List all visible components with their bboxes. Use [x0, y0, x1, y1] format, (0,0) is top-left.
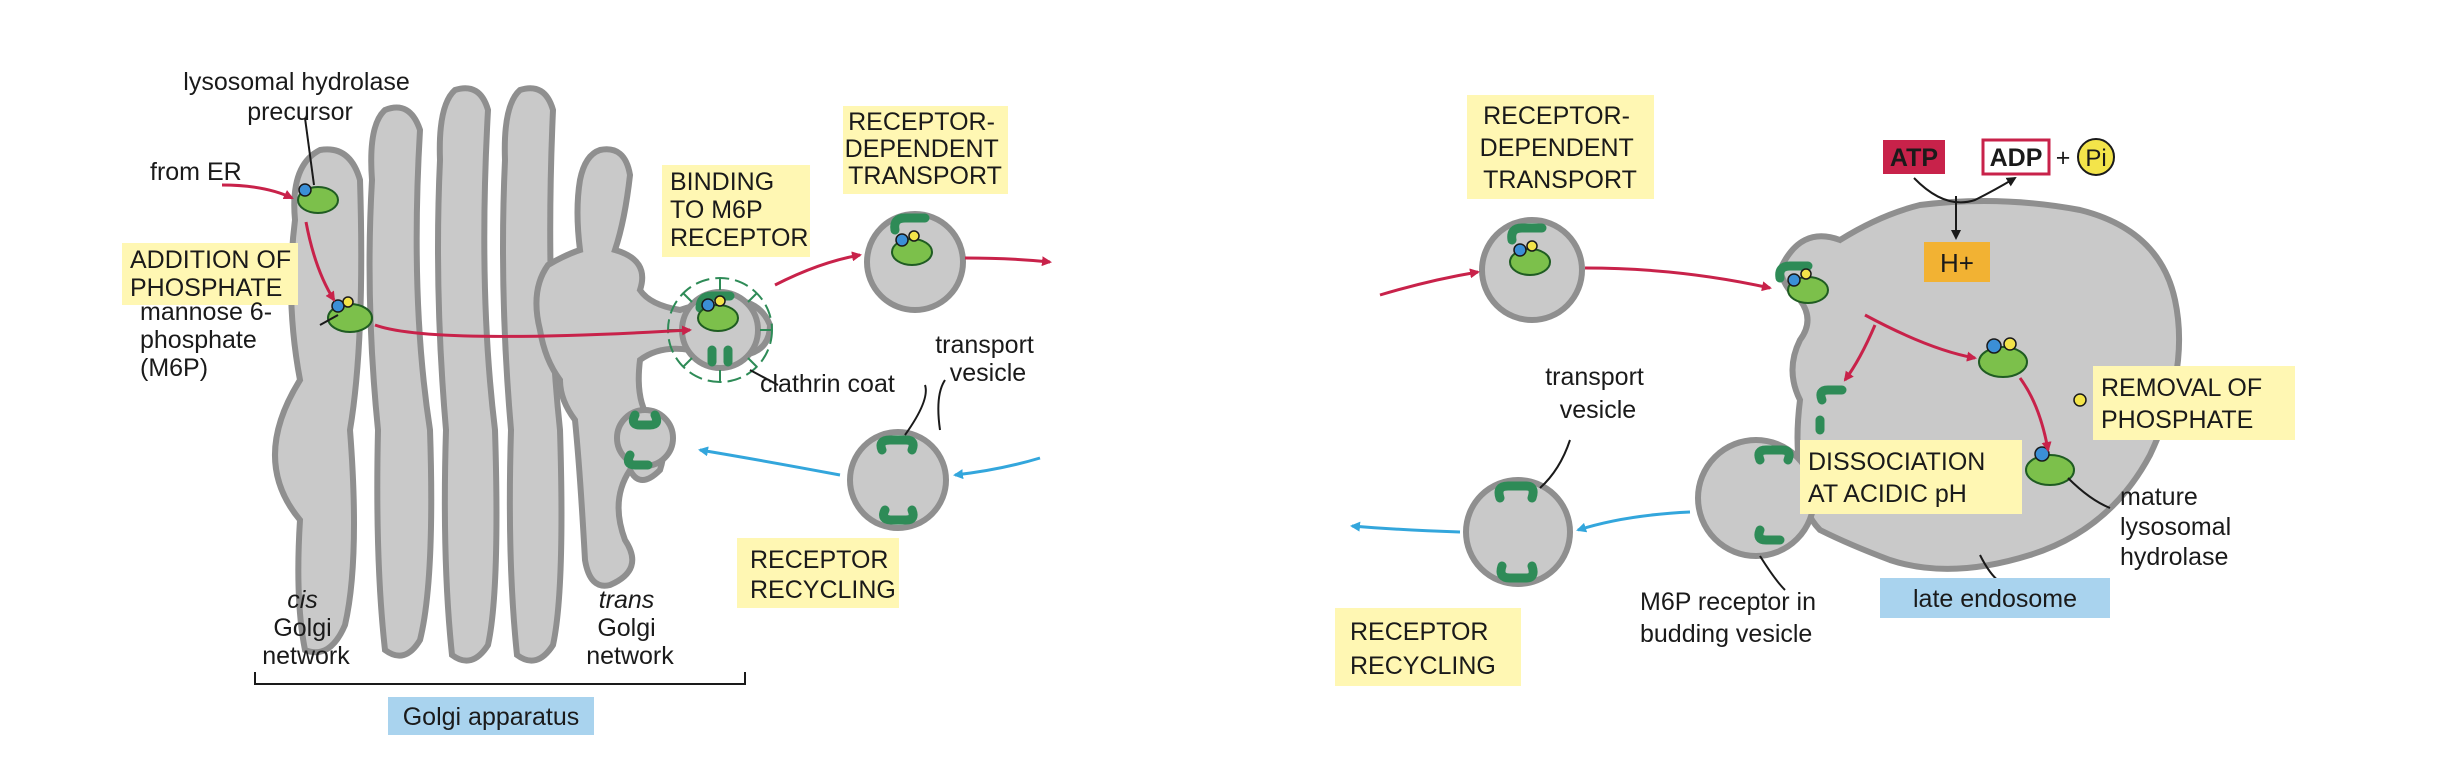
bud-to-vesicle-arrow: [774, 251, 862, 287]
golgi-cisterna-3: [435, 85, 500, 664]
lysosomal-hydrolase-label: lysosomal hydrolase precursor: [183, 68, 416, 126]
fused-vesicle-cargo: [1775, 261, 1829, 304]
adp-box: [1981, 138, 2051, 176]
golgi-cisterna-4: [500, 85, 565, 664]
incoming-vesicle-cargo: [1507, 223, 1551, 276]
receptor-bound-hydrolase: [695, 291, 739, 367]
receptor-recycling-box-left: [737, 538, 899, 608]
golgi-apparatus-box: [388, 697, 594, 735]
removed-phosphate: [2073, 393, 2087, 407]
atp-hydrolysis-arrow: [1913, 176, 2017, 204]
dissociation-label: DISSOCIATION AT ACIDIC pH: [1808, 448, 1992, 508]
late-endosome-label: late endosome: [1913, 585, 2077, 613]
from-er-label: from ER: [150, 158, 242, 186]
m6p-receptor-in-budding-vesicle-label: M6P receptor in budding vesicle: [1640, 588, 1823, 648]
removal-of-phosphate-box: [2093, 366, 2295, 440]
pi-circle: [2077, 138, 2115, 176]
cis-golgi-cisterna: [272, 146, 365, 656]
golgi-cisterna-2: [366, 104, 435, 659]
receptor-return-arrow: [1576, 510, 1691, 533]
mature-hydrolase-leader: [2067, 477, 2111, 509]
cis-golgi-network-label: cis Golgi network: [262, 586, 350, 670]
precursor-leader: [304, 117, 315, 186]
plus-sign: +: [2056, 144, 2071, 172]
h-plus-label: H+: [1940, 248, 1974, 278]
to-hydrolase-arrow: [1864, 313, 1977, 362]
recycling-arrow-left-2: [953, 456, 1041, 480]
binding-to-m6p-receptor-label: BINDING TO M6P RECEPTOR: [670, 168, 808, 252]
receptor-recycling-label-right: RECEPTOR RECYCLING: [1350, 618, 1496, 680]
recycling-arrow-left-1: [698, 446, 841, 477]
atp-box: [1883, 140, 1945, 174]
phosphate-addition-arrow: [304, 221, 336, 302]
transport-vesicle-label-left: transport vesicle: [935, 331, 1041, 387]
adp-label: ADP: [1990, 144, 2043, 172]
to-receptor-arrow: [1843, 324, 1877, 382]
receptor-dependent-transport-box-right: [1467, 95, 1654, 199]
to-m6p-receptor-arrow: [374, 323, 692, 338]
addition-of-phosphate-box: [122, 243, 298, 305]
vesicle-out-arrow: [964, 256, 1052, 267]
vesicle-cargo: [890, 213, 933, 266]
clathrin-leader: [749, 369, 779, 386]
tgn-m6p-receptor: [623, 410, 662, 470]
m6p-leader: [319, 314, 339, 326]
golgi-apparatus-bracket: [254, 672, 746, 685]
receptor-recycling-label-left: RECEPTOR RECYCLING: [750, 546, 896, 604]
outgoing-recycling-vesicle: [1463, 477, 1573, 587]
budding-vesicle-receptors: [1754, 445, 1794, 545]
receptor-recycling-box-right: [1335, 608, 1521, 686]
left-panel: lysosomal hydrolase precursor from ER AD…: [122, 68, 1052, 735]
late-endosome-box: [1880, 578, 2110, 618]
vesicle-to-label-leader: [904, 384, 927, 436]
free-m6p-receptors: [1815, 385, 1847, 435]
outgoing-receptors: [1494, 481, 1538, 583]
trans-golgi-network-label: trans Golgi network: [586, 586, 674, 670]
released-phospho-hydrolase: [1978, 337, 2028, 378]
binding-to-m6p-receptor-box: [662, 165, 810, 257]
golgi-apparatus-label: Golgi apparatus: [403, 703, 580, 731]
from-er-arrow: [221, 183, 294, 200]
trans-golgi-network: [533, 146, 774, 589]
incoming-arrow: [1379, 268, 1480, 297]
h-plus-box: [1924, 242, 1990, 282]
budding-vesicle-leader: [1759, 555, 1786, 591]
hydrolase-precursor: [297, 183, 339, 214]
receptor-dependent-transport-box-left: [843, 106, 1008, 194]
atp-label: ATP: [1890, 144, 1938, 172]
receptor-dependent-transport-label-right: RECEPTOR- DEPENDENT TRANSPORT: [1480, 102, 1641, 194]
fusion-arrow: [1584, 266, 1772, 292]
recycled-receptors: [876, 435, 918, 525]
dissociation-box: [1800, 440, 2022, 514]
transport-vesicle-leader-right: [1539, 439, 1571, 489]
mature-lysosomal-hydrolase-label: mature lysosomal hydrolase: [2120, 483, 2238, 571]
removal-of-phosphate-label: REMOVAL OF PHOSPHATE: [2101, 374, 2269, 434]
transport-vesicle-label-right: transport vesicle: [1545, 363, 1651, 424]
addition-of-phosphate-label: ADDITION OF PHOSPHATE: [130, 246, 298, 302]
transport-vesicle-recycling: [847, 429, 949, 531]
dephosphorylation-arrow: [2018, 377, 2052, 452]
receptor-exit-arrow: [1350, 521, 1461, 534]
mature-hydrolase: [2025, 446, 2075, 486]
right-panel: ATP ADP + Pi H+ RECEPTOR- DEPENDENT TRAN…: [1335, 95, 2295, 686]
receptor-dependent-transport-label-left: RECEPTOR- DEPENDENT TRANSPORT: [845, 108, 1006, 190]
mannose-6-phosphate-label: mannose 6- phosphate (M6P): [140, 298, 279, 382]
pi-label: Pi: [2085, 145, 2106, 172]
phosphorylated-hydrolase: [327, 296, 373, 333]
transport-vesicle-leader-left: [937, 379, 946, 431]
clathrin-coat-label: clathrin coat: [760, 370, 895, 398]
